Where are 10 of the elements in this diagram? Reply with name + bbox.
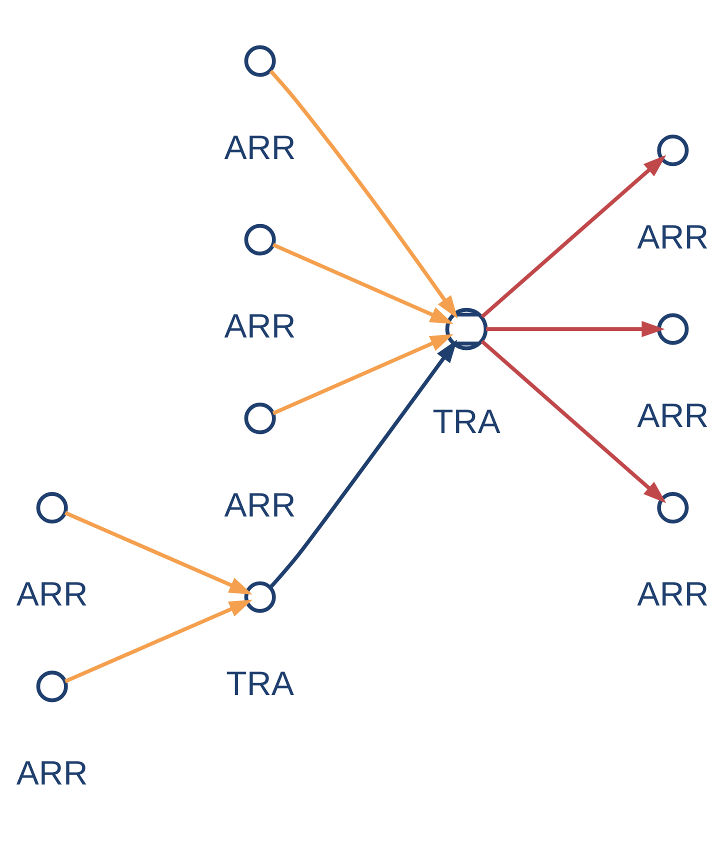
node-label: TRA <box>432 402 500 441</box>
node-label: ARR <box>224 486 296 524</box>
node-label: ARR <box>637 218 709 256</box>
node-label: ARR <box>16 575 88 614</box>
node-label: ARR <box>16 754 88 792</box>
node-label: ARR <box>224 307 296 346</box>
node-label: ARR <box>637 575 709 614</box>
node-label: ARR <box>224 128 296 166</box>
node-label: TRA <box>226 664 294 703</box>
node-label: ARR <box>637 396 709 435</box>
